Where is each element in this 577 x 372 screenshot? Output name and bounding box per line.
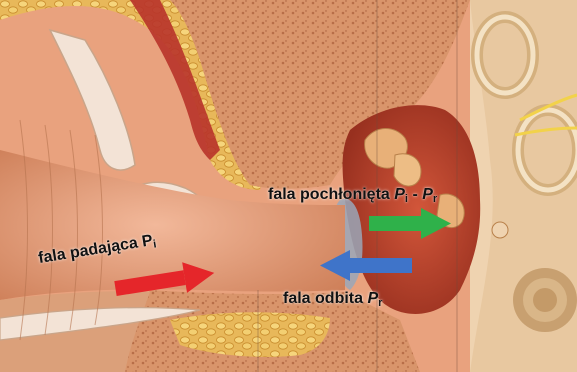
reflected-pressure-symbol: P: [422, 186, 433, 203]
reflected-wave-label: fala odbita Pr: [283, 290, 383, 309]
absorbed-wave-text: fala pochłonięta: [268, 186, 390, 203]
incident-pressure-symbol: P: [394, 186, 405, 203]
reflected-subscript: r: [378, 297, 382, 309]
reflected-subscript: r: [433, 193, 437, 205]
minus-sign: -: [408, 186, 422, 203]
reflected-pressure-symbol: P: [367, 290, 378, 307]
reflected-wave-text: fala odbita: [283, 290, 363, 307]
absorbed-wave-label: fala pochłonięta Pi - Pr: [268, 186, 437, 205]
